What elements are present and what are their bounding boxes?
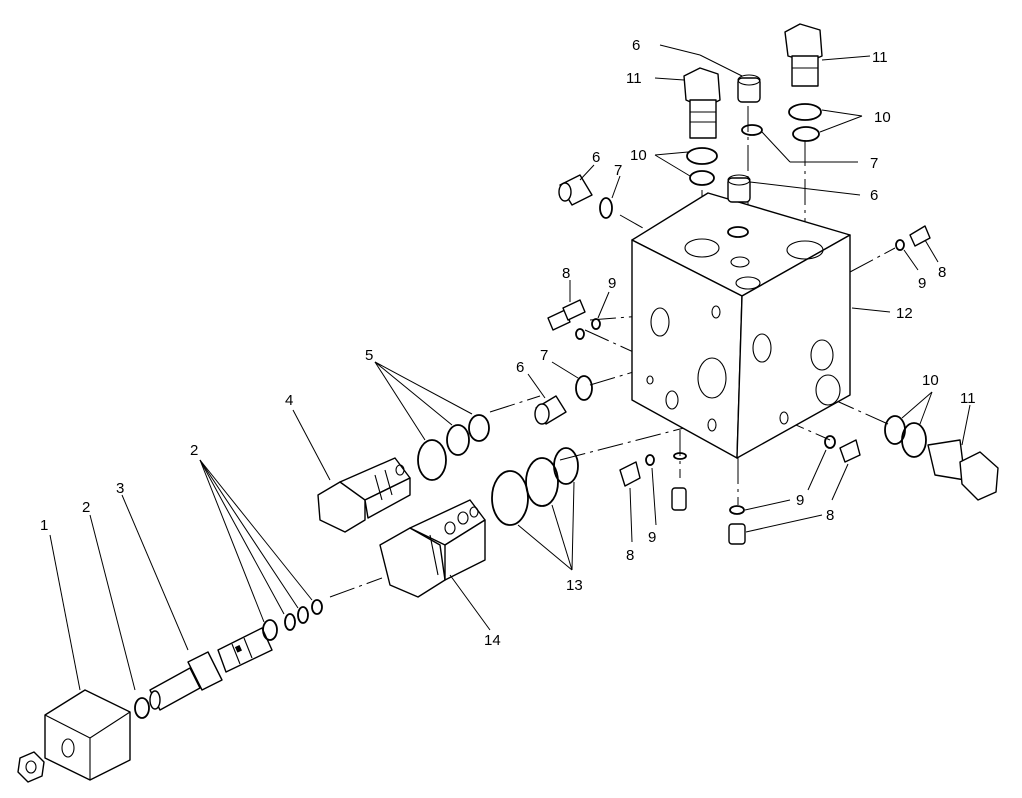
- callout-6-top: 6: [632, 37, 640, 54]
- callout-10-upper-left: 10: [630, 147, 647, 164]
- callout-labels: 1 2 2 3 4 5 6 6 6 6 7 7 7 8 8 8 8 9 9 9 …: [40, 37, 976, 649]
- callout-10-top-right: 10: [874, 109, 891, 126]
- leader-lines: [49, 44, 971, 691]
- callout-4: 4: [285, 392, 293, 409]
- callout-10-right: 10: [922, 372, 939, 389]
- callout-2-left: 2: [82, 499, 90, 516]
- callout-13: 13: [566, 577, 583, 594]
- plugs-8-9-left: [547, 299, 601, 340]
- plug-6-top-left: [558, 174, 613, 219]
- callout-7-upper-left: 7: [614, 162, 622, 179]
- callout-8-right-bottom: 8: [826, 507, 834, 524]
- callout-9-left: 9: [608, 275, 616, 292]
- solenoid-coil: [17, 689, 131, 783]
- callout-6-upper-left: 6: [592, 149, 600, 166]
- cartridge-valve-4: [317, 457, 411, 533]
- plugs-6-top: [727, 74, 763, 238]
- callout-5: 5: [365, 347, 373, 364]
- cartridge-11-right: [884, 415, 999, 501]
- callout-8-bottom: 8: [626, 547, 634, 564]
- solenoid-cartridge: [134, 599, 323, 719]
- callout-7-right: 7: [870, 155, 878, 172]
- callout-2-fan: 2: [190, 442, 198, 459]
- plug-6-left: [534, 375, 593, 425]
- callout-9-right-bottom: 9: [796, 492, 804, 509]
- callout-9-bottom: 9: [648, 529, 656, 546]
- callout-9-right-top: 9: [918, 275, 926, 292]
- cartridge-11-top-left: [683, 67, 721, 186]
- callout-8-right-top: 8: [938, 264, 946, 281]
- callout-1: 1: [40, 517, 48, 534]
- manifold-block: [631, 192, 851, 459]
- callout-12: 12: [896, 305, 913, 322]
- callout-8-left: 8: [562, 265, 570, 282]
- callout-6-right: 6: [870, 187, 878, 204]
- cartridge-11-top-right: [784, 23, 823, 142]
- o-rings-13: [491, 447, 579, 526]
- callout-11-top-right: 11: [872, 49, 888, 66]
- callout-14: 14: [484, 632, 501, 649]
- callout-3: 3: [116, 480, 124, 497]
- o-rings-5: [417, 414, 490, 481]
- plugs-8-9-right: [619, 225, 931, 545]
- callout-6-mid: 6: [516, 359, 524, 376]
- callout-11-right: 11: [960, 390, 976, 407]
- callout-11-upper-left: 11: [626, 70, 642, 87]
- cartridge-valve-14: [379, 499, 486, 598]
- callout-7-mid: 7: [540, 347, 548, 364]
